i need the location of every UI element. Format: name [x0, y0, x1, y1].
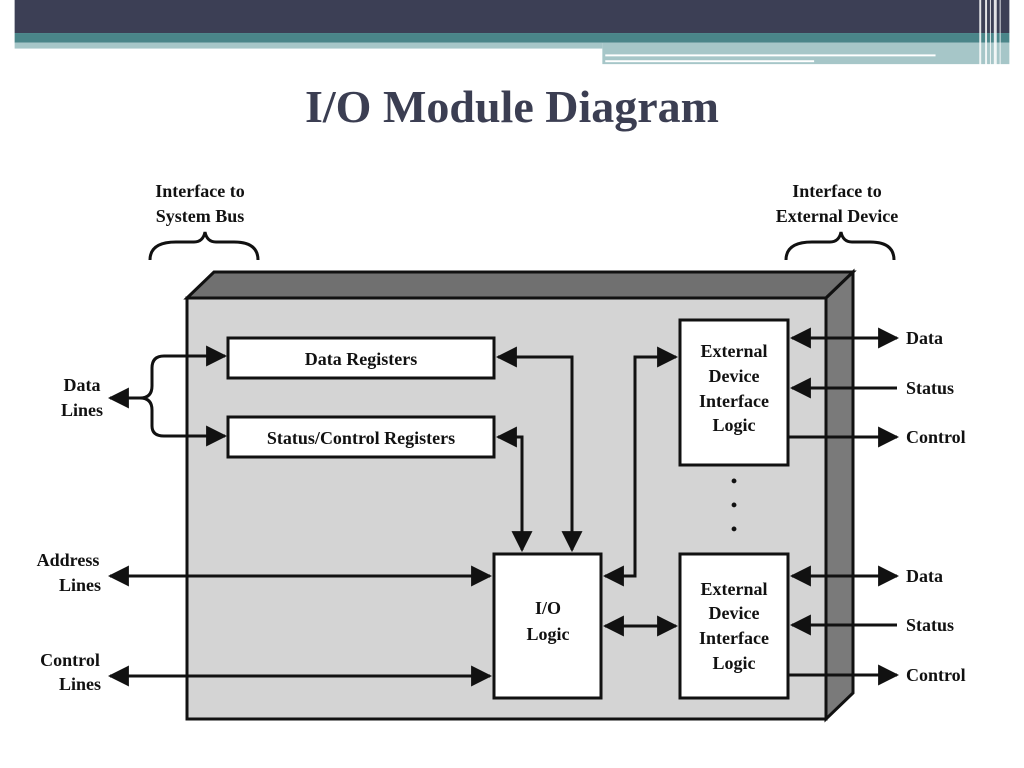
- status-control-registers-label: Status/Control Registers: [267, 428, 455, 448]
- external-device-brace: [784, 231, 896, 261]
- ext-device-logic-1-label-2: Device: [709, 366, 760, 386]
- io-logic-label-1: I/O: [535, 598, 561, 618]
- ellipsis-dot-2: •: [731, 495, 737, 515]
- ext1-control-label: Control: [906, 427, 966, 447]
- address-lines-label-1: Address: [37, 550, 100, 570]
- ext-device-logic-box-1: [678, 318, 790, 467]
- interface-external-device-label-1: Interface to: [792, 181, 881, 201]
- control-lines-label-2: Lines: [59, 674, 101, 694]
- ellipsis-dot-1: •: [731, 471, 737, 491]
- page-title: I/O Module Diagram: [305, 81, 719, 132]
- ext-device-logic-box-2: [678, 552, 790, 700]
- ext-device-logic-2-label-1: External: [701, 579, 768, 599]
- header-bar: [14, 0, 1010, 67]
- ext1-status-label: Status: [906, 378, 954, 398]
- ext1-data-label: Data: [906, 328, 943, 348]
- ext2-status-label: Status: [906, 615, 954, 635]
- interface-external-device-label-2: External Device: [776, 206, 898, 226]
- ext-device-logic-2-label-3: Interface: [699, 628, 769, 648]
- interface-system-bus-label-1: Interface to: [155, 181, 244, 201]
- module-top-face: [183, 270, 857, 300]
- data-register-to-io-arrow: [495, 346, 583, 553]
- io-to-ext-logic-1-arrow: [602, 346, 679, 587]
- system-bus-brace: [148, 231, 260, 261]
- ext-device-logic-2-label-2: Device: [709, 603, 760, 623]
- ext2-control-label: Control: [906, 665, 966, 685]
- io-logic-box: [492, 552, 603, 700]
- ext-device-logic-1-label-4: Logic: [713, 415, 756, 435]
- data-lines-label-2: Lines: [61, 400, 103, 420]
- address-lines-label-2: Lines: [59, 575, 101, 595]
- ext-device-logic-2-label-4: Logic: [713, 653, 756, 673]
- ellipsis-dot-3: •: [731, 519, 737, 539]
- data-registers-label: Data Registers: [305, 349, 417, 369]
- ext2-data-label: Data: [906, 566, 943, 586]
- status-register-to-io-arrow: [495, 426, 533, 553]
- ext-device-logic-1-label-3: Interface: [699, 391, 769, 411]
- control-lines-label-1: Control: [40, 650, 100, 670]
- ext-device-logic-1-label-1: External: [701, 341, 768, 361]
- interface-system-bus-label-2: System Bus: [156, 206, 245, 226]
- data-lines-label-1: Data: [64, 375, 101, 395]
- status-control-registers-box: [226, 415, 496, 459]
- io-logic-label-2: Logic: [527, 624, 570, 644]
- data-lines-connector: [110, 354, 224, 438]
- data-registers-box: [226, 336, 496, 380]
